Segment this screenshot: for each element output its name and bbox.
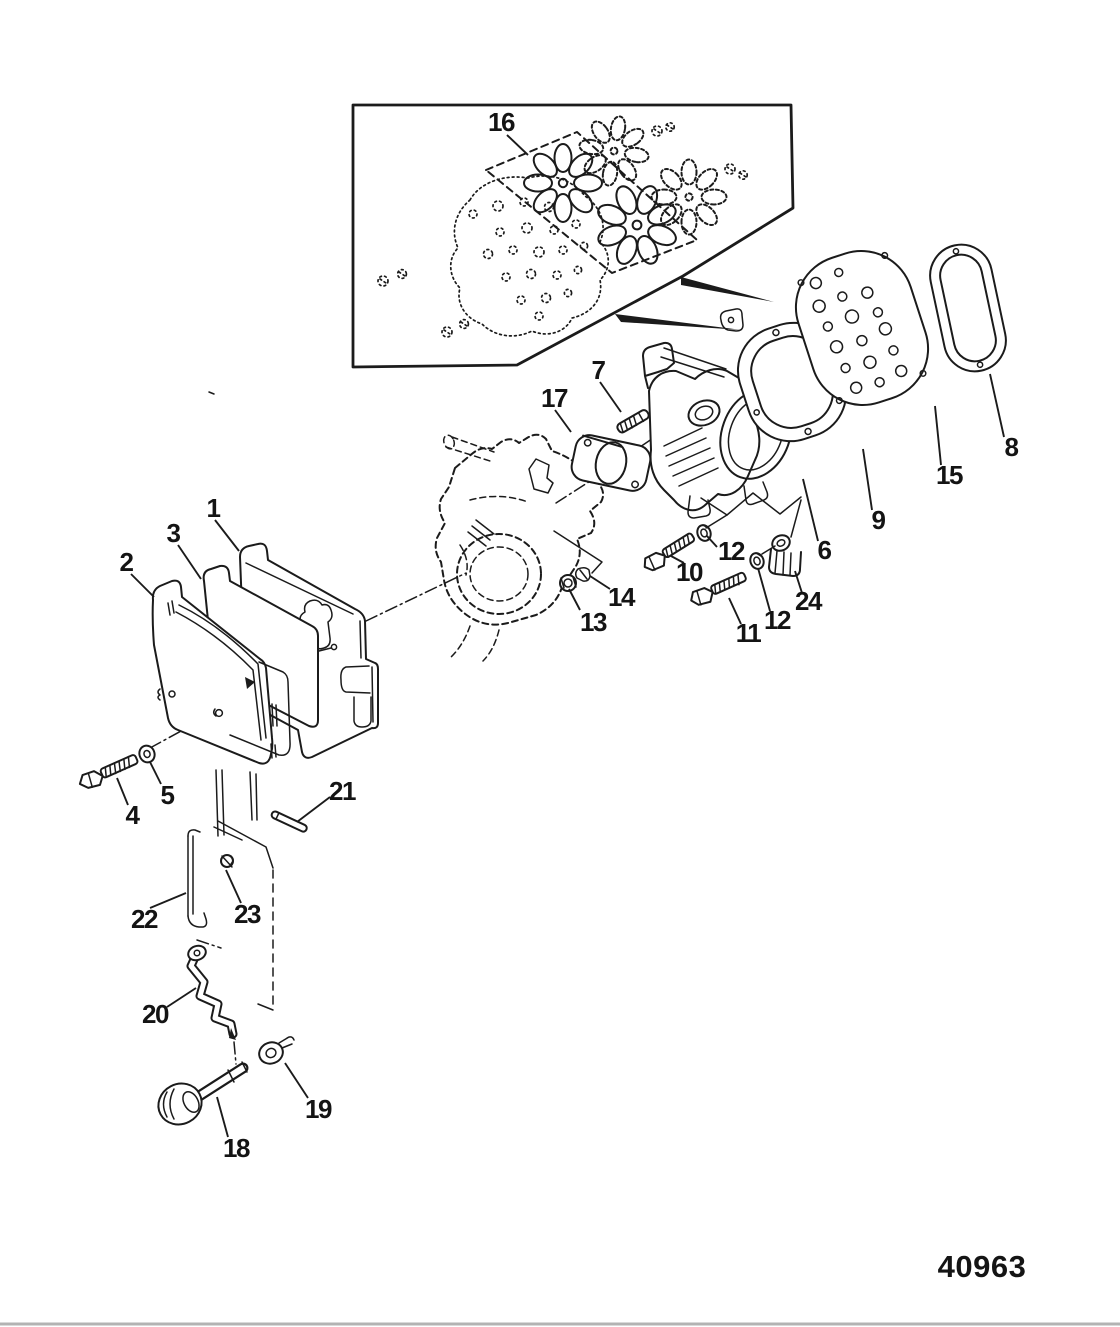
- callout-12-leader: [757, 567, 771, 612]
- mounting-stud: [616, 409, 650, 434]
- callout-19-leader: [284, 1062, 309, 1099]
- callout-5-label: 5: [161, 780, 175, 810]
- end-gasket: [929, 243, 1007, 373]
- reed-valve-daisy-2: [597, 185, 677, 265]
- callout-16-label: 16: [488, 107, 515, 137]
- callout-21-leader: [296, 796, 331, 823]
- reed-screws-dotted: [377, 121, 749, 338]
- choke-lever: [186, 944, 238, 1040]
- callout-3-leader: [177, 544, 202, 580]
- callout-2-label: 2: [120, 547, 134, 577]
- reed-stop-plate: [794, 250, 930, 406]
- callout-22-label: 22: [131, 904, 158, 934]
- callout-9-leader: [862, 448, 873, 511]
- callout-6-label: 6: [818, 535, 832, 565]
- callout-24-leader: [794, 570, 803, 594]
- reed-valve-daisy-ghost-2: [650, 158, 728, 236]
- callout-20-leader: [166, 987, 197, 1008]
- dowel-pin: [270, 810, 308, 833]
- silencer-gasket: [202, 564, 319, 728]
- detail-pointer-wedge-2: [615, 314, 742, 330]
- rod-clip: [220, 854, 234, 868]
- knob-washer: [258, 1036, 295, 1065]
- callout-17-label: 17: [541, 383, 568, 413]
- callout-17-leader: [554, 409, 572, 433]
- callout-1-leader: [214, 519, 240, 552]
- callout-16-leader: [506, 134, 529, 156]
- callout-14-leader: [589, 575, 611, 590]
- choke-knob: [157, 1061, 249, 1126]
- callout-9-label: 9: [872, 505, 886, 535]
- callout-11-label: 11: [736, 618, 762, 648]
- callout-18-leader: [216, 1096, 229, 1138]
- cover-arrow-mark: [245, 677, 255, 689]
- reed-valve-daisy-1: [523, 143, 603, 223]
- reed-plate-dotted: [449, 175, 610, 337]
- detail-pointer-wedge-1: [681, 277, 774, 302]
- callout-14-label: 14: [608, 582, 636, 612]
- callout-15-leader: [934, 405, 942, 466]
- bolt-10: [643, 532, 696, 572]
- callout-19-label: 19: [305, 1094, 332, 1124]
- fastener-chain-lines: [705, 499, 802, 555]
- callout-7-leader: [599, 381, 622, 413]
- bolt-washer: [138, 744, 156, 764]
- callout-1-label: 1: [207, 493, 221, 523]
- clip-14: [574, 566, 591, 582]
- carb-hardware-leader: [553, 530, 603, 574]
- reed-housing: [642, 341, 802, 519]
- callout-8-leader: [989, 373, 1005, 438]
- detail-box-outline: [351, 103, 795, 369]
- callout-4-label: 4: [126, 800, 141, 830]
- callout-23-leader: [225, 869, 242, 904]
- callout-12-leader: [706, 535, 718, 548]
- callout-12-label: 12: [718, 536, 745, 566]
- callout-12-label: 12: [764, 605, 791, 635]
- callout-10-label: 10: [676, 557, 703, 587]
- linkage-panel: [213, 820, 274, 1011]
- callout-13-leader: [568, 588, 581, 611]
- callout-8-label: 8: [1005, 432, 1019, 462]
- callout-22-leader: [149, 892, 187, 909]
- callout-3-label: 3: [167, 518, 181, 548]
- reed-valve-daisy-ghost-1: [578, 115, 650, 187]
- callout-24-label: 24: [795, 586, 823, 616]
- callout-7-label: 7: [592, 355, 606, 385]
- link-rod: [187, 829, 208, 928]
- callout-11-leader: [728, 597, 742, 625]
- callout-23-label: 23: [234, 899, 261, 929]
- callout-4-leader: [116, 777, 129, 806]
- callout-18-label: 18: [223, 1133, 250, 1163]
- stray-mark: [208, 391, 215, 395]
- callout-21-label: 21: [329, 776, 356, 806]
- callout-6-leader: [802, 478, 819, 542]
- callout-5-leader: [149, 761, 162, 785]
- callout-15-label: 15: [936, 460, 963, 490]
- callout-leader-lines: [116, 134, 1005, 1138]
- cap-nut-24: [768, 534, 802, 577]
- callout-10-leader: [670, 555, 685, 564]
- carburetor-phantom: [434, 433, 605, 662]
- cover-bolt: [78, 754, 139, 789]
- carb-mount-gasket: [570, 434, 652, 492]
- reed-valve-plate-dashed-outline: [485, 131, 698, 274]
- bolt-11: [690, 571, 747, 606]
- callout-13-label: 13: [580, 607, 607, 637]
- callout-20-label: 20: [142, 999, 169, 1029]
- drawing-number: 40963: [938, 1249, 1027, 1284]
- nut-13: [559, 574, 577, 592]
- callout-2-leader: [130, 573, 155, 598]
- washer-12b: [749, 552, 765, 570]
- housing-foot-contour: [700, 492, 802, 516]
- silencer-cover: [151, 579, 291, 837]
